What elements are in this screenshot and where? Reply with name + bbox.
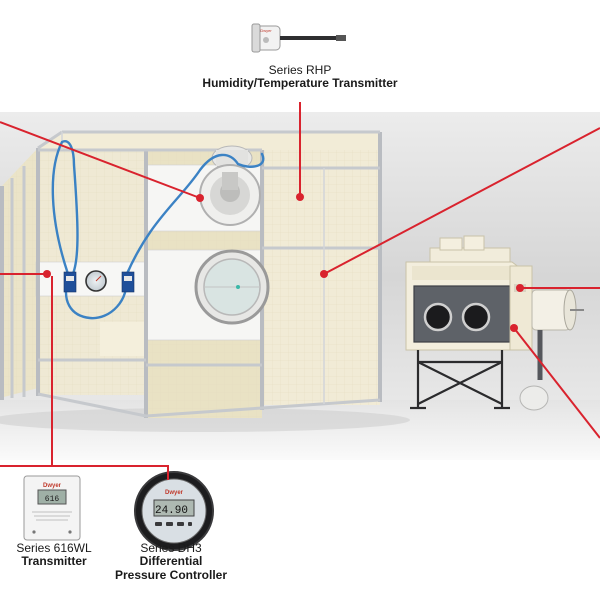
glovebox-isolator: [405, 235, 584, 411]
616wl-display-text: 616: [45, 495, 60, 504]
616wl-label: Series 616WL Transmitter: [4, 541, 104, 569]
616wl-transmitter-device: Dwyer 616: [23, 475, 81, 541]
616wl-series-text: Series 616WL: [16, 541, 92, 555]
rhp-product-text: Humidity/Temperature Transmitter: [202, 76, 398, 91]
616wl-brand-text: Dwyer: [43, 483, 62, 489]
dh3-display-text: 24.90: [155, 505, 188, 517]
dh3-controller-device: Dwyer 24.90: [134, 471, 214, 551]
dh3-product-line1: Differential: [139, 554, 203, 569]
rhp-series-text: Series RHP: [268, 63, 332, 77]
exhaust-blower: [519, 385, 549, 411]
dh3-brand-text: Dwyer: [165, 490, 184, 496]
fan-filter-unit: [199, 145, 261, 226]
pressure-tubing: [51, 140, 265, 320]
dh3-series-text: Series DH3: [140, 541, 202, 555]
callout-dh3: [52, 465, 169, 480]
dh3-product-line2: Pressure Controller: [114, 567, 228, 582]
dh3-label: Series DH3 Differential Pressure Control…: [104, 541, 238, 582]
616wl-product-text: Transmitter: [21, 554, 87, 569]
panel-mounted-instruments: [63, 270, 135, 293]
floor-shadow: [0, 408, 410, 432]
glove-port-left: [423, 302, 453, 332]
callout-fan-filter: [0, 121, 201, 199]
callout-wall: [323, 127, 600, 275]
callout-dots: [43, 193, 524, 332]
rhp-brand-text: Dwyer: [260, 28, 272, 33]
glove-port-right: [461, 302, 491, 332]
return-air-duct: [194, 249, 270, 325]
rhp-label: Series RHP Humidity/Temperature Transmit…: [170, 63, 430, 91]
callout-pass-through: [513, 327, 600, 439]
rhp-transmitter-device: Dwyer: [251, 23, 346, 53]
callout-lines: [0, 102, 600, 480]
